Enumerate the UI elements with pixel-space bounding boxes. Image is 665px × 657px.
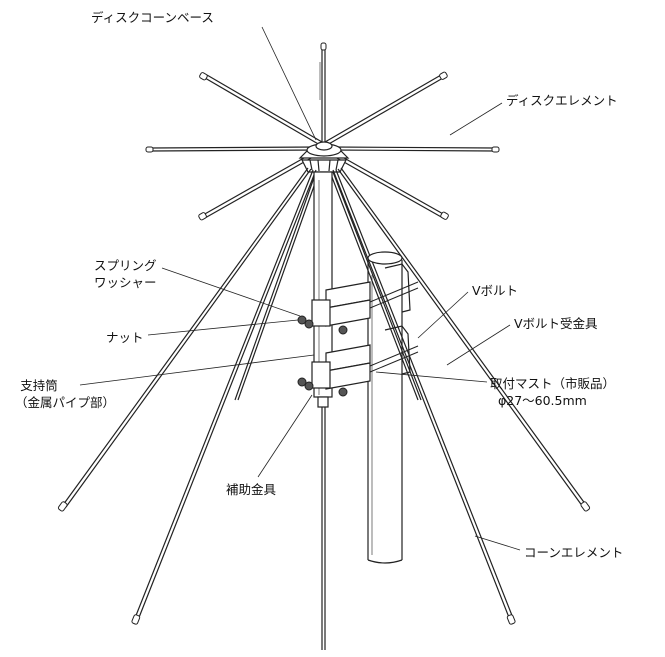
disc-element-tips: [145, 42, 500, 221]
label-support-tube-line2: （金属パイプ部）: [14, 395, 115, 410]
cone-element-tips: [57, 501, 591, 625]
label-support-tube-line1: 支持筒: [20, 378, 58, 393]
label-disc-element: ディスクエレメント: [506, 93, 618, 108]
disc-elements: [149, 48, 496, 219]
label-v-bolt: Vボルト: [472, 283, 519, 298]
label-v-bolt-receiver: Vボルト受金具: [514, 316, 598, 331]
support-tube: [313, 171, 333, 650]
label-nut: ナット: [106, 330, 144, 345]
v-bolts: [369, 281, 419, 373]
leader-lines: [79, 26, 521, 551]
label-mast-diameter: φ27～60.5mm: [498, 393, 587, 408]
label-cone-element: コーンエレメント: [524, 545, 624, 560]
label-mounting-mast: 取付マスト（市販品）: [490, 376, 616, 391]
cone-elements: [62, 167, 587, 621]
nuts: [297, 315, 348, 397]
label-spring-washer-line2: ワッシャー: [94, 275, 157, 290]
label-spring-washer-line1: スプリング: [94, 258, 157, 273]
mounting-mast: [367, 251, 403, 564]
label-reinforcing-bracket: 補助金具: [226, 482, 277, 497]
label-disc-cone-base: ディスクコーンベース: [91, 10, 214, 25]
brackets: [311, 263, 411, 390]
